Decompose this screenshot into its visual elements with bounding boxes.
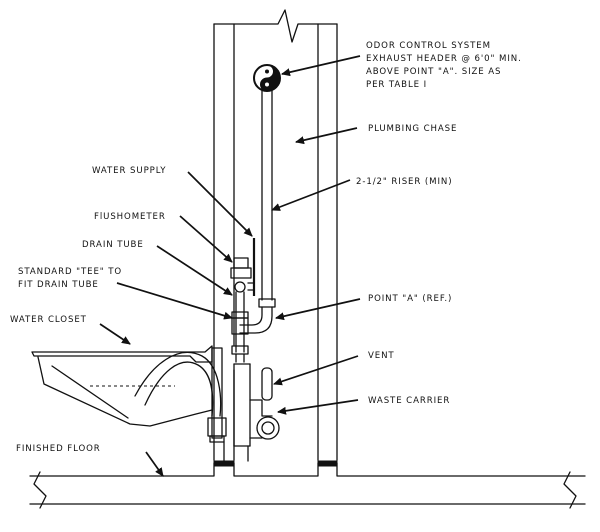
label-odor-control-line-2: EXHAUST HEADER @ 6'0" MIN.: [366, 54, 522, 64]
wall-break-line: [213, 9, 338, 43]
flushometer-assembly: [230, 238, 256, 296]
label-odor-control-line-3: ABOVE POINT "A". SIZE AS: [366, 67, 501, 77]
label-point-a: POINT "A" (REF.): [368, 294, 452, 304]
label-tee-line-1: STANDARD "TEE" TO: [18, 267, 122, 277]
label-tee-line-2: FIT DRAIN TUBE: [18, 280, 99, 290]
finished-floor-slab: [29, 460, 586, 509]
label-finished-floor: FINISHED FLOOR: [16, 444, 101, 454]
plumbing-chase-walls: [213, 23, 338, 461]
exhaust-header-symbol: [253, 64, 281, 92]
label-plumbing-chase: PLUMBING CHASE: [368, 124, 457, 134]
leader-lines: [99, 55, 361, 477]
label-water-closet: WATER CLOSET: [10, 315, 87, 325]
label-drain-tube: DRAIN TUBE: [82, 240, 144, 250]
label-waste-carrier: WASTE CARRIER: [368, 396, 450, 406]
riser-pipe: [239, 90, 276, 334]
water-closet: [31, 345, 227, 443]
label-riser: 2-1/2" RISER (MIN): [356, 177, 452, 187]
label-odor-control-line-4: PER TABLE I: [366, 80, 427, 90]
label-water-supply: WATER SUPPLY: [92, 166, 166, 176]
waste-carrier: [223, 363, 280, 462]
label-flushometer: FlUSHOMETER: [94, 212, 166, 222]
labels: ODOR CONTROL SYSTEM EXHAUST HEADER @ 6'0…: [10, 41, 522, 454]
label-odor-control-line-1: ODOR CONTROL SYSTEM: [366, 41, 491, 51]
label-vent: VENT: [368, 351, 395, 361]
